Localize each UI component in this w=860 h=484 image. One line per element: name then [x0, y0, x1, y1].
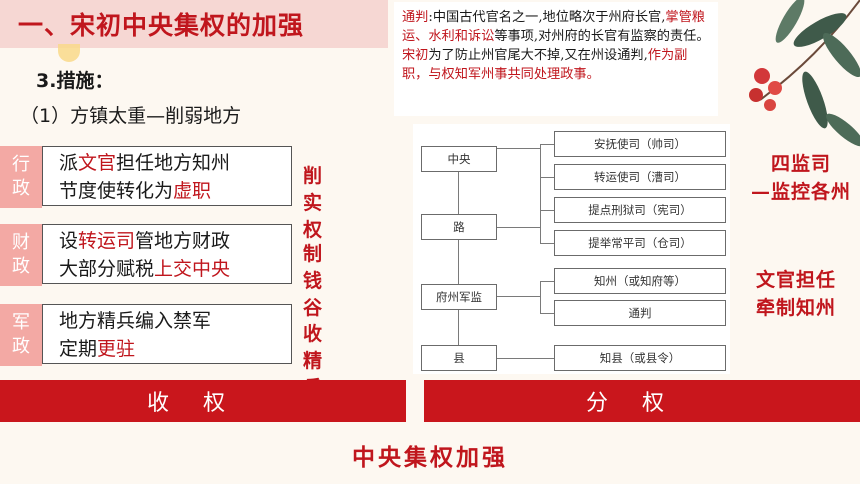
category-result: 削实权 — [303, 165, 325, 241]
category-tag: 财 政 — [0, 224, 42, 286]
divide-power-bar: 分权 — [424, 380, 860, 422]
bottom-caption: 中央集权加强 — [352, 444, 508, 471]
text-segment: 担任地方知州 — [116, 152, 231, 174]
connector — [540, 313, 554, 314]
category-row-military: 军 政 地方精兵编入禁军 定期更驻 收精兵 — [0, 304, 322, 399]
definition-note: 通判:中国古代官名之一,地位略次于州府长官,掌管粮运、水利和诉讼等事项,对州府的… — [394, 2, 718, 116]
highlight-segment: 更驻 — [97, 338, 136, 360]
description-line: 大部分赋税上交中央 — [59, 255, 291, 283]
four-supervisors-label: 四监司 —监控各州 — [742, 150, 860, 206]
label-line: —监控各州 — [750, 181, 851, 203]
connector — [540, 281, 554, 282]
text-segment: 大部分赋税 — [59, 258, 155, 280]
category-tag-char: 政 — [12, 256, 30, 277]
page-title: 一、宋初中央集权的加强 — [18, 11, 305, 40]
chart-node-transport: 转运使司（漕司） — [554, 164, 726, 190]
title-accent-decoration — [58, 44, 80, 62]
connector — [497, 148, 540, 149]
category-result: 制钱谷 — [303, 243, 325, 319]
label-line: 文官担任 — [755, 269, 836, 291]
collect-power-bar: 收权 — [0, 380, 406, 422]
description-line: 节度使转化为虚职 — [59, 177, 291, 205]
category-description: 设转运司管地方财政 大部分赋税上交中央 — [42, 224, 292, 284]
text-segment: 定期 — [59, 338, 98, 360]
measures-label: 3.措施： — [36, 70, 114, 92]
text-segment: 管地方财政 — [135, 230, 231, 252]
civil-officials-label: 文官担任 牵制知州 — [736, 266, 856, 322]
org-chart: 中央 路 府州军监 县 安抚使司（帅司） 转运使司（漕司） 提点刑狱司（宪司） … — [413, 124, 730, 374]
note-highlight: 作为副职，与权知军州事共同处理政事。 — [402, 48, 688, 82]
description-line: 地方精兵编入禁军 — [59, 307, 291, 335]
note-term: 通判 — [402, 10, 429, 25]
connector — [540, 210, 554, 211]
connector — [458, 172, 459, 346]
category-tag-char: 政 — [12, 178, 30, 199]
category-description: 派文官担任地方知州 节度使转化为虚职 — [42, 146, 292, 206]
note-text: :中国古代官名之一,地位略次于州府长官, — [428, 10, 666, 25]
label-line: 牵制知州 — [755, 297, 836, 319]
text-segment: 设 — [59, 230, 79, 252]
chart-node-tongpan: 通判 — [554, 300, 726, 326]
category-tag-char: 行 — [12, 154, 30, 175]
label-line: 四监司 — [770, 153, 831, 175]
note-highlight: 掌管粮运、水利和诉讼 — [402, 10, 705, 44]
connector — [540, 144, 541, 243]
description-line: 设转运司管地方财政 — [59, 227, 291, 255]
connector — [540, 144, 554, 145]
chart-node-central: 中央 — [421, 146, 497, 172]
note-text: 等事项,对州府的长官有监察的责任。 — [494, 29, 710, 44]
chart-node-circuit: 路 — [421, 214, 497, 240]
description-line: 派文官担任地方知州 — [59, 149, 291, 177]
description-line: 定期更驻 — [59, 335, 291, 363]
chart-node-granary: 提举常平司（仓司） — [554, 230, 726, 256]
chart-node-judicial: 提点刑狱司（宪司） — [554, 197, 726, 223]
chart-node-prefecture: 府州军监 — [421, 284, 497, 310]
sub-heading: （1）方镇太重—削弱地方 — [20, 105, 242, 127]
highlight-segment: 上交中央 — [154, 258, 231, 280]
text-segment: 节度使转化为 — [59, 180, 174, 202]
connector — [540, 243, 554, 244]
connector — [497, 227, 540, 228]
category-tag-char: 政 — [12, 336, 30, 357]
category-tag-char: 财 — [12, 232, 30, 253]
chart-node-prefect: 知州（或知府等） — [554, 268, 726, 294]
title-banner: 一、宋初中央集权的加强 — [0, 0, 388, 48]
chart-node-magistrate: 知县（或县令） — [554, 345, 726, 371]
category-row-finance: 财 政 设转运司管地方财政 大部分赋税上交中央 制钱谷 — [0, 224, 322, 319]
note-highlight: 宋初 — [402, 48, 429, 63]
connector — [540, 177, 554, 178]
connector — [497, 296, 540, 297]
category-tag: 行 政 — [0, 146, 42, 208]
highlight-segment: 虚职 — [173, 180, 212, 202]
bar-label: 分权 — [585, 391, 698, 416]
connector — [540, 281, 541, 313]
connector — [497, 358, 554, 359]
category-description: 地方精兵编入禁军 定期更驻 — [42, 304, 292, 364]
text-segment: 地方精兵编入禁军 — [59, 310, 212, 332]
text-segment: 派 — [59, 152, 79, 174]
note-text: 为了防止州官尾大不掉,又在州设通判, — [428, 48, 648, 63]
chart-node-county: 县 — [421, 345, 497, 371]
highlight-segment: 转运司 — [78, 230, 136, 252]
highlight-segment: 文官 — [78, 152, 117, 174]
bar-label: 收权 — [146, 391, 259, 416]
category-tag-char: 军 — [12, 312, 30, 333]
decorative-branch — [749, 0, 860, 147]
chart-node-pacification: 安抚使司（帅司） — [554, 131, 726, 157]
category-tag: 军 政 — [0, 304, 42, 366]
category-row-administration: 行 政 派文官担任地方知州 节度使转化为虚职 削实权 — [0, 146, 322, 241]
